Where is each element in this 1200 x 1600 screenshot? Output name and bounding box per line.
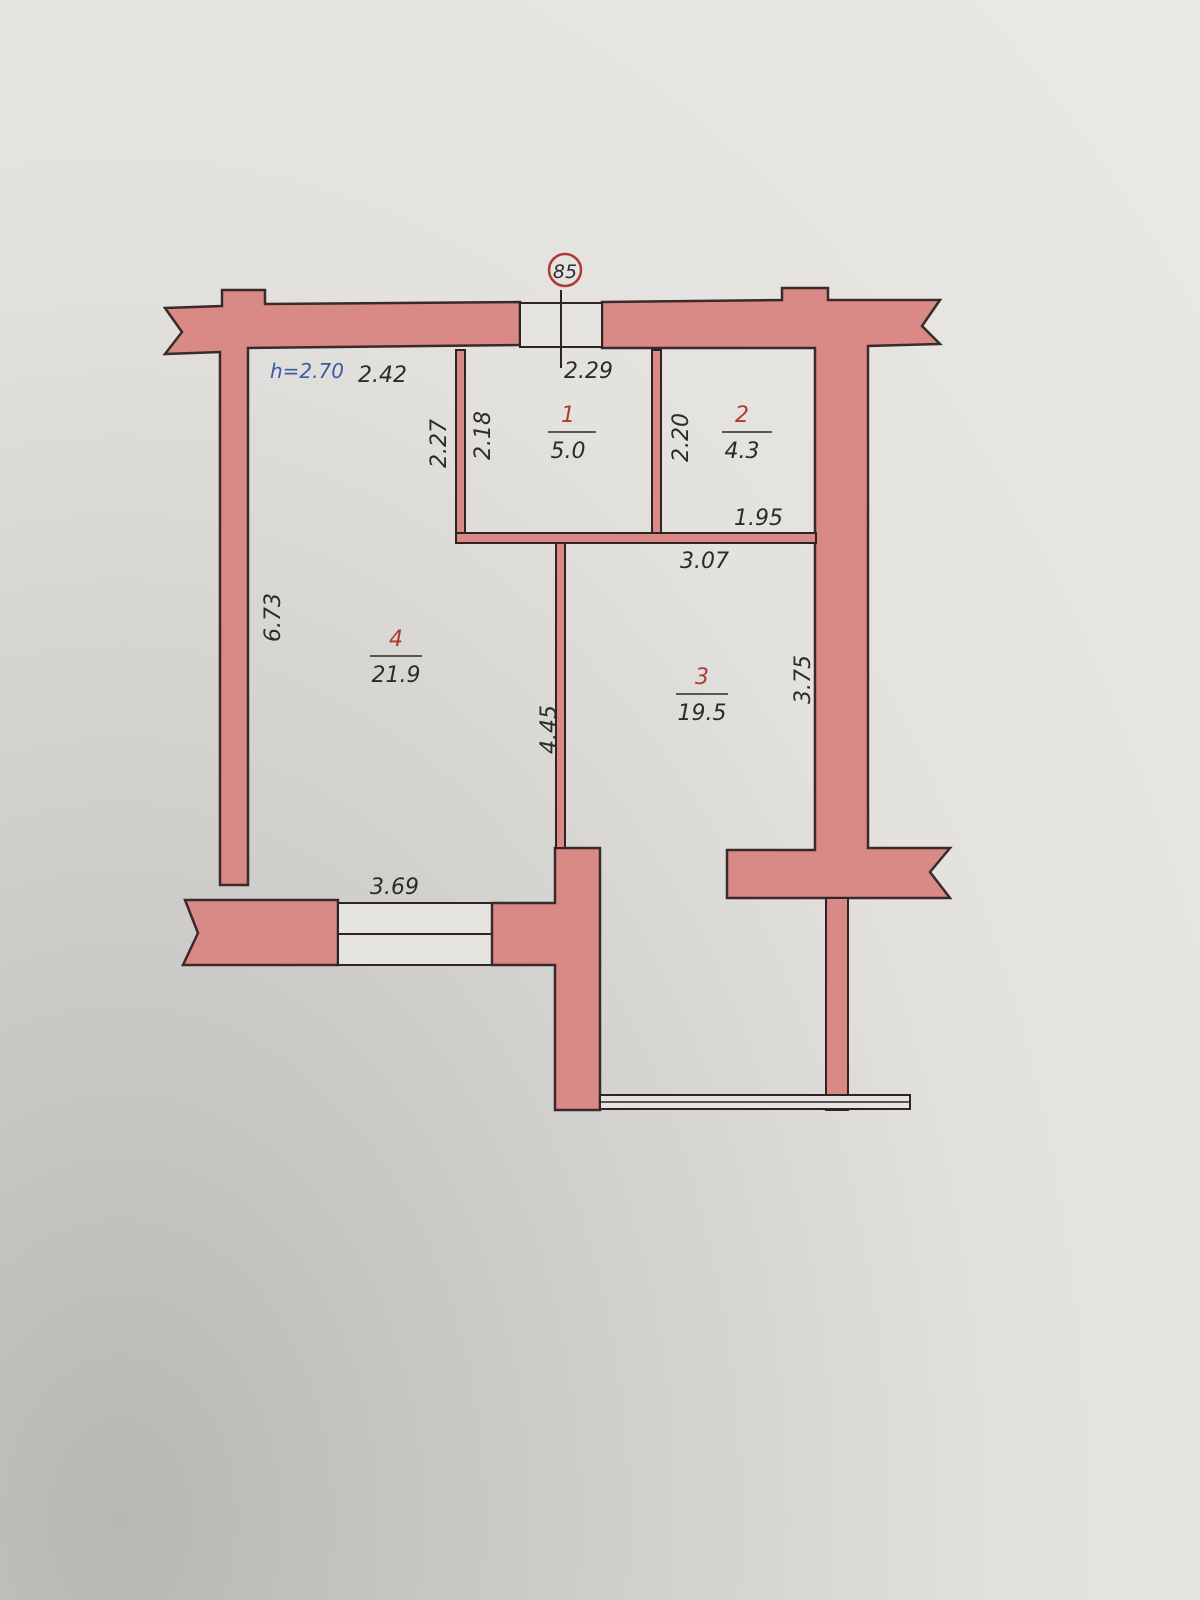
ceiling-height-label: h=2.70	[270, 359, 344, 383]
axis-marker-label: 85	[553, 261, 577, 283]
partition-room1-left	[455, 349, 466, 537]
dim-room4-bottom: 3.69	[370, 875, 419, 900]
room-4-area: 21.9	[372, 663, 421, 688]
dim-room1-side: 2.18	[471, 411, 496, 460]
partition-horizontal	[455, 532, 817, 544]
exterior-wall-bottom-left	[181, 898, 340, 967]
room-2-label: 2 4.3	[722, 403, 772, 464]
dim-room3-top: 3.07	[680, 549, 729, 574]
room-1-label: 1 5.0	[548, 403, 596, 464]
exterior-wall-top	[162, 288, 522, 887]
dim-room3-side: 3.75	[791, 655, 816, 704]
room-1-area: 5.0	[551, 439, 586, 464]
axis-marker-circle	[547, 252, 583, 288]
room-1-number: 1	[561, 403, 575, 428]
room-2-number: 2	[735, 403, 749, 428]
balcony-wall	[825, 897, 849, 1111]
room-4-number: 4	[389, 627, 403, 652]
partition-room1-room2	[651, 349, 662, 535]
dim-room4-side: 6.73	[261, 593, 286, 642]
room-3-area: 19.5	[678, 701, 727, 726]
dim-room4-inner: 2.27	[427, 419, 452, 468]
room-3-label: 3 19.5	[676, 665, 728, 726]
room-3-number: 3	[695, 665, 709, 690]
exterior-wall-top-right	[600, 286, 953, 900]
dim-room2-side: 2.20	[669, 413, 694, 462]
dim-room2-bottom: 1.95	[734, 506, 783, 531]
room-2-area: 4.3	[725, 439, 760, 464]
partition-room3-room4	[555, 542, 566, 849]
dim-room4-top: 2.42	[358, 363, 407, 388]
room-4-label: 4 21.9	[370, 627, 422, 688]
wall-column	[490, 846, 602, 1112]
dim-room4-lower: 4.45	[537, 705, 562, 754]
dim-room1-top: 2.29	[564, 359, 613, 384]
